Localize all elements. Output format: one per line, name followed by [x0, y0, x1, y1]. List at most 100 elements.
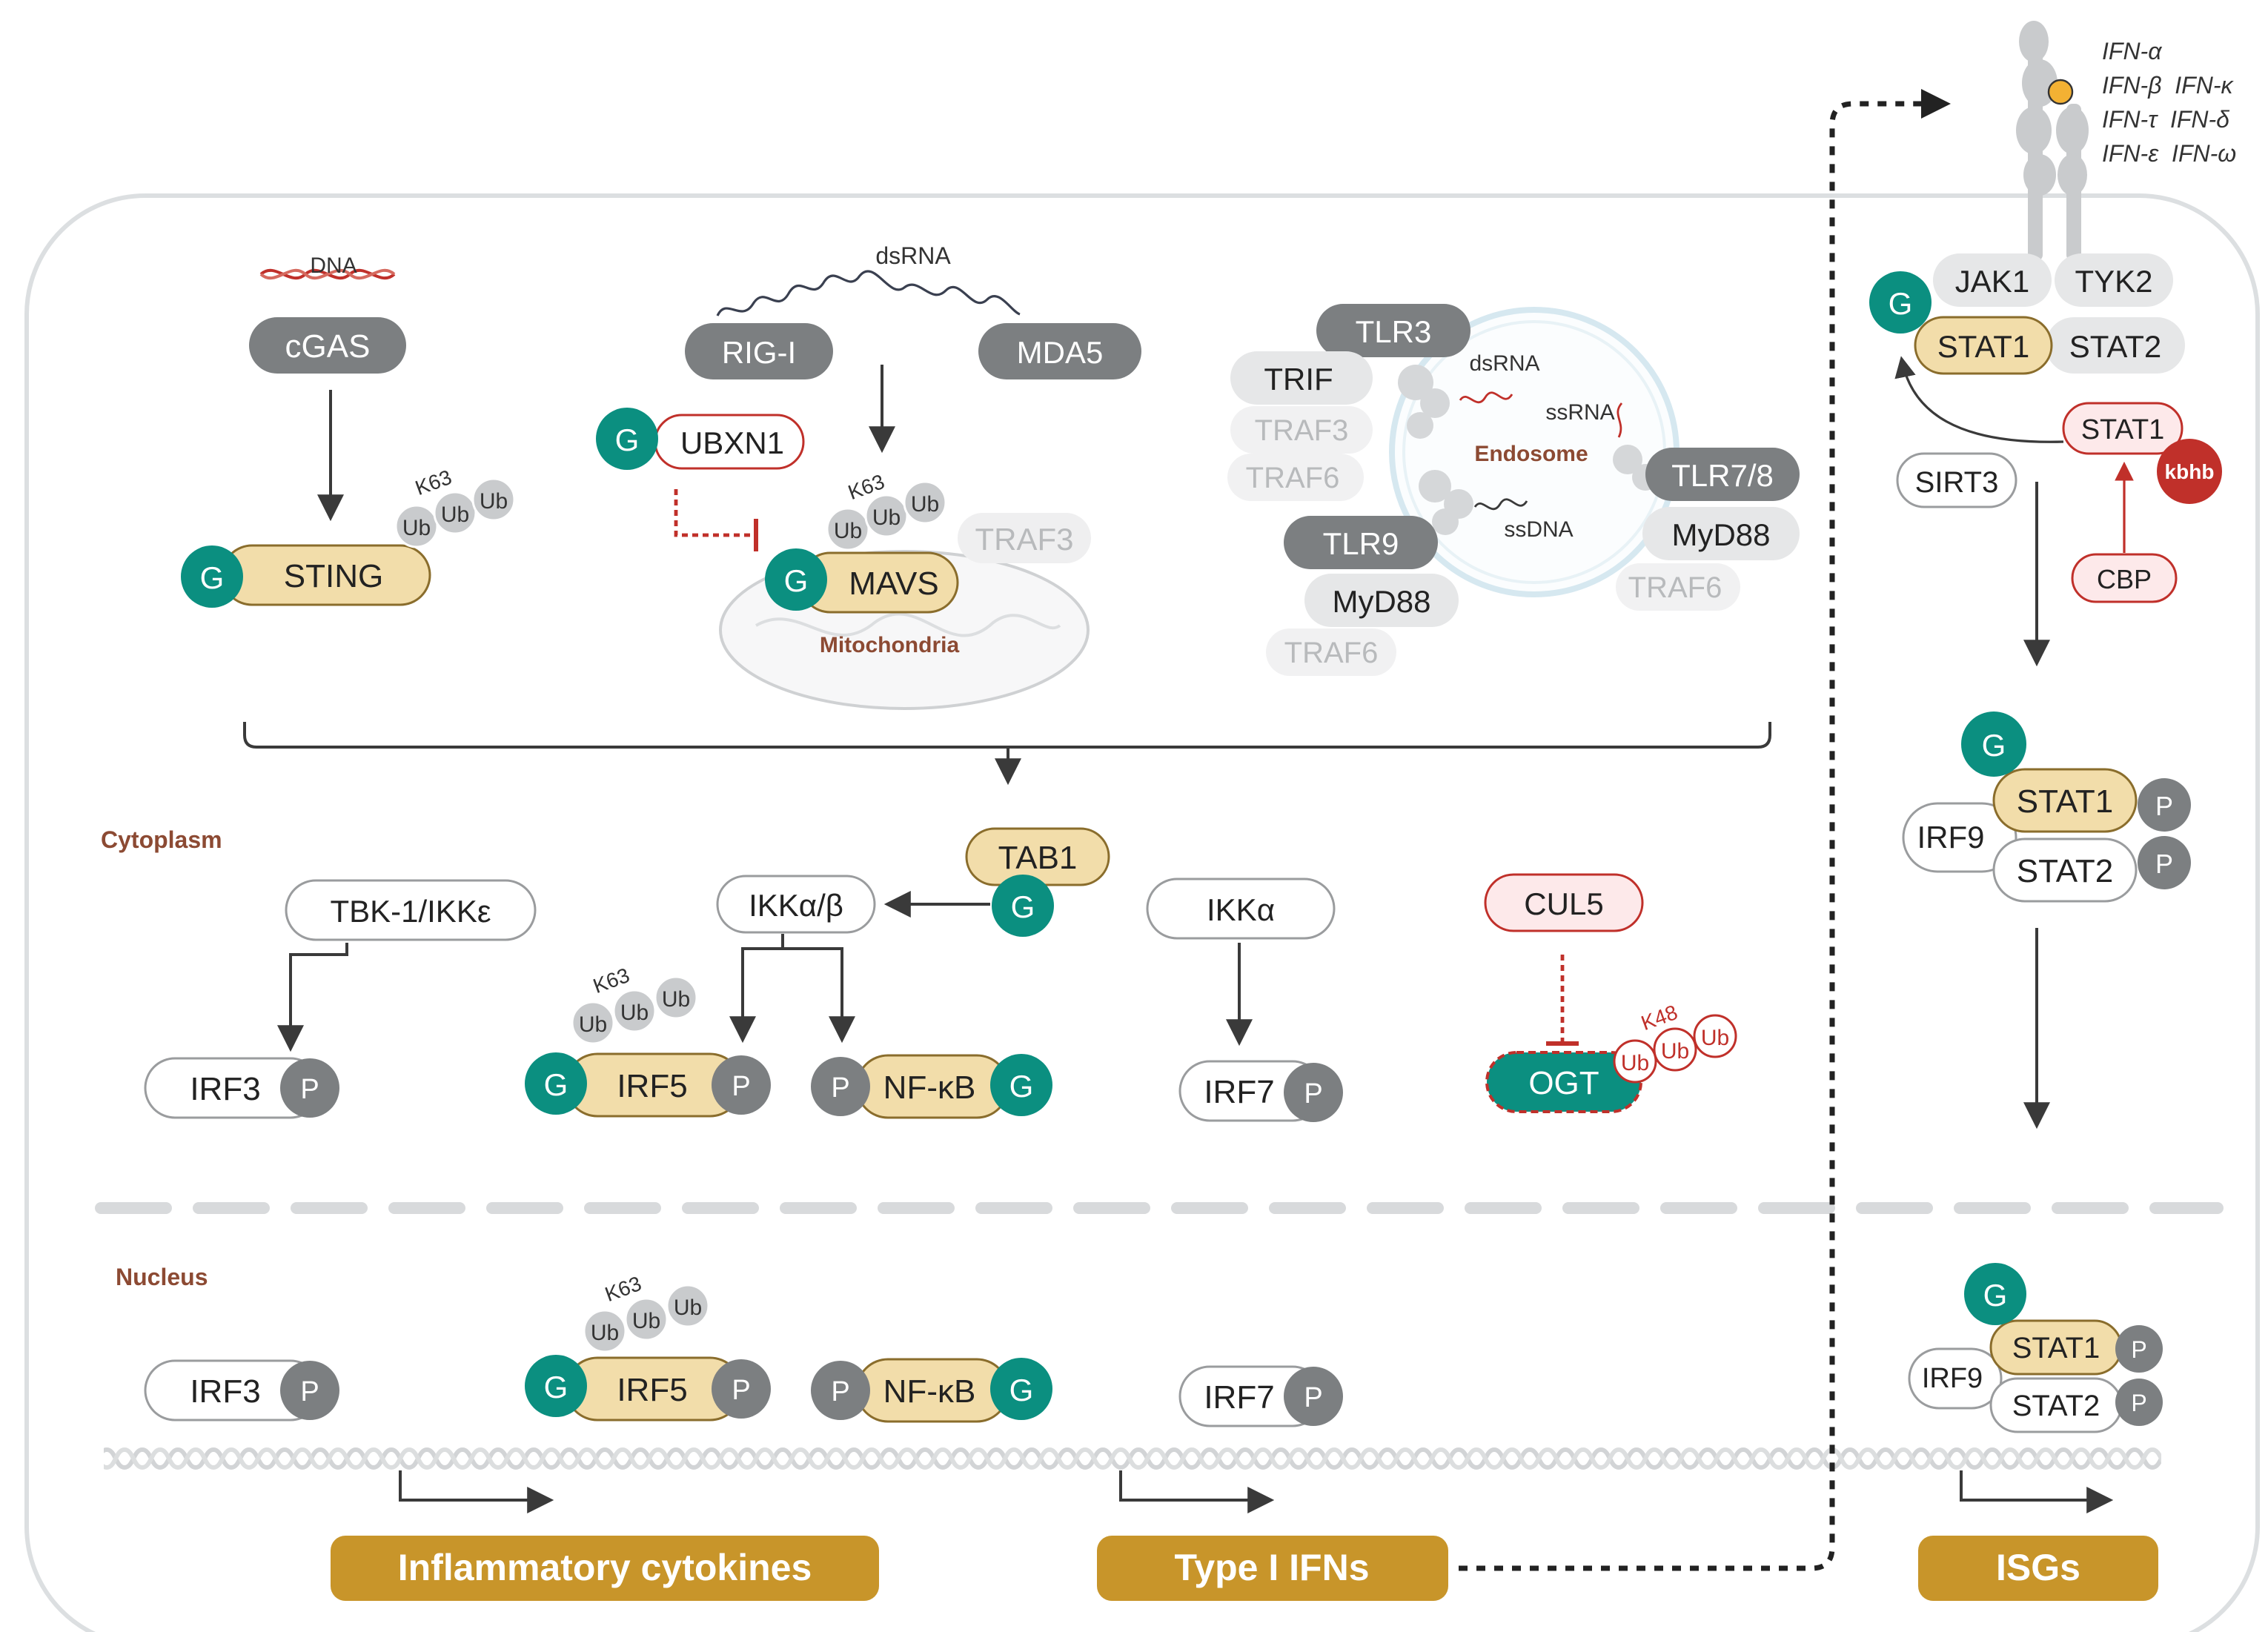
nucleus-label: Nucleus: [116, 1264, 208, 1290]
ikkab-node: IKKα/β: [716, 875, 876, 934]
phospho-marker: [2138, 778, 2191, 832]
nfkb-cyto-node: NF-κB P G: [811, 1054, 1052, 1119]
stat1-deacylation-arrow: [1894, 356, 2064, 443]
ifn-line-1: IFN-α: [2102, 38, 2162, 64]
irf7-label: IRF7: [1204, 1074, 1274, 1110]
ub-label: Ub: [834, 519, 862, 543]
phospho-marker: [280, 1361, 339, 1420]
irf5-cyto-ub-chain: Ub Ub Ub K63: [571, 963, 698, 1045]
dna-strand-icon: [259, 268, 396, 280]
ifn-line-4: IFN-ε IFN-ω: [2102, 140, 2236, 167]
stat1-label: STAT1: [1937, 329, 2029, 364]
tlr78-label: TLR7/8: [1671, 458, 1774, 493]
ub-label: Ub: [579, 1012, 607, 1037]
myd88-label: MyD88: [1332, 584, 1430, 619]
sting-label: STING: [284, 558, 383, 594]
mavs-glycosylation: G: [765, 548, 827, 611]
stat1-receptor-node: STAT1: [1914, 316, 2053, 375]
tlr9-receptor-shape: [1419, 470, 1473, 535]
ubxn1-node: UBXN1: [654, 414, 805, 470]
irf9-label: IRF9: [1922, 1363, 1983, 1394]
ub-label: Ub: [480, 489, 508, 514]
inflammatory-cytokines-box: Inflammatory cytokines: [331, 1536, 879, 1601]
ub-label: Ub: [632, 1309, 660, 1333]
dsrna-endosome-label: dsRNA: [1469, 351, 1539, 376]
phospho-marker: [811, 1057, 870, 1116]
stat1-label: STAT1: [2017, 783, 2113, 820]
ifnar-receptor-icon: [2016, 21, 2089, 261]
isgf3-cyto-complex: IRF9 STAT1 STAT2 G P P: [1902, 711, 2191, 903]
p-label: P: [1304, 1078, 1322, 1109]
transcription-arrow-ifns: [1119, 1470, 1275, 1513]
endosome-ssrna-strand: [1617, 402, 1623, 438]
stat2-label: STAT2: [2069, 329, 2161, 364]
p-label: P: [300, 1074, 319, 1105]
stat2-label: STAT2: [2012, 1390, 2100, 1422]
phospho-marker: [2115, 1325, 2163, 1373]
isgs-box: ISGs: [1918, 1536, 2158, 1601]
cul5-node: CUL5: [1484, 873, 1644, 932]
traf3-tlr-node: TRAF3: [1230, 406, 1373, 454]
tlr3-receptor-shape: [1398, 365, 1450, 439]
ifn-line-2: IFN-β IFN-κ: [2102, 72, 2234, 99]
phospho-marker: [712, 1055, 771, 1115]
ub-label: Ub: [1621, 1051, 1649, 1075]
p-label: P: [831, 1376, 849, 1407]
cbp-node: CBP: [2071, 553, 2178, 603]
tlr9-node: TLR9: [1284, 516, 1438, 569]
mavs-node: MAVS: [799, 551, 959, 614]
type1-label: Type I IFNs: [1174, 1547, 1369, 1588]
kbhb-marker: kbhb: [2157, 439, 2222, 504]
p-label: P: [2155, 791, 2173, 821]
tlr9-label: TLR9: [1323, 526, 1399, 561]
jak1-label: JAK1: [1955, 264, 2029, 299]
sensor-convergence-bracket: [243, 722, 1771, 749]
glyco-marker: [990, 1054, 1052, 1116]
traf6-tlr9-node: TRAF6: [1266, 628, 1396, 676]
myd88-tlr78-node: MyD88: [1642, 507, 1800, 560]
p-label: P: [300, 1376, 319, 1407]
traf3-mavs-node: TRAF3: [958, 513, 1091, 563]
ub-label: Ub: [911, 492, 939, 517]
tbk1-to-irf3-arrow: [277, 943, 348, 1052]
ubxn1-inhibition: [674, 489, 753, 537]
ssrna-label: ssRNA: [1545, 400, 1614, 425]
myd88-tlr9-node: MyD88: [1304, 574, 1459, 627]
ub-label: Ub: [1701, 1026, 1729, 1050]
irf7-cyto-node: IRF7 P: [1178, 1060, 1343, 1122]
p-label: P: [1304, 1382, 1322, 1413]
isgs-label: ISGs: [1996, 1547, 2080, 1588]
glyco-marker: [1964, 1263, 2026, 1325]
p-label: P: [2131, 1390, 2146, 1416]
ogt-node: OGT: [1485, 1051, 1642, 1113]
ubxn1-label: UBXN1: [680, 425, 784, 460]
dsrna-strand-icon: [716, 270, 1021, 316]
traf6-label: TRAF6: [1284, 637, 1379, 669]
mavs-ub-chain: Ub Ub Ub K63: [826, 470, 947, 551]
tyk2-node: TYK2: [2055, 253, 2173, 307]
stat1-kbhb-label: STAT1: [2081, 414, 2165, 445]
p-label: P: [2131, 1336, 2146, 1363]
sting-node: STING: [221, 544, 431, 606]
p-label: P: [831, 1072, 849, 1104]
g-label: G: [784, 563, 809, 598]
ubxn1-glycosylation: G: [596, 408, 658, 470]
phospho-marker: [280, 1058, 339, 1118]
g-label: G: [200, 560, 225, 595]
sting-ub-chain: Ub Ub Ub K63: [394, 465, 516, 548]
stat2-receptor-node: STAT2: [2046, 317, 2185, 374]
irf7-label: IRF7: [1204, 1379, 1274, 1416]
transcription-arrow-isgs: [1960, 1470, 2114, 1513]
genomic-dna-helix: [104, 1447, 2161, 1470]
irf7-nuc-node: IRF7 P: [1178, 1365, 1343, 1427]
ikk-to-nfkb-arrow: [783, 947, 855, 1044]
endosome-dsrna-strand: [1459, 391, 1513, 404]
g-label: G: [615, 422, 640, 457]
tlr78-node: TLR7/8: [1645, 448, 1800, 501]
rigi-node: RIG-I: [685, 323, 833, 379]
tbk1-label: TBK-1/IKKε: [330, 894, 491, 929]
ssdna-label: ssDNA: [1504, 517, 1573, 542]
irf9-label: IRF9: [1917, 820, 1984, 855]
sirt3-label: SIRT3: [1915, 466, 1999, 499]
